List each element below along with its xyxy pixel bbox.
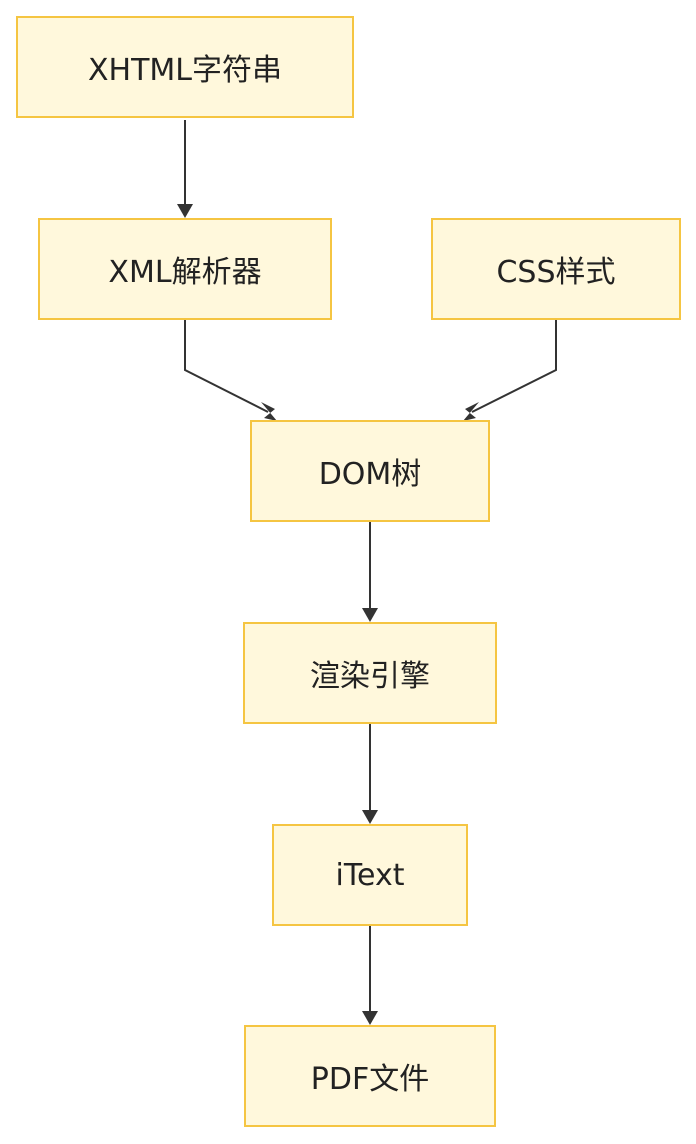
arrowhead-itext <box>362 810 378 824</box>
node-pdf-file: PDF文件 <box>244 1025 496 1127</box>
arrowhead-xml-parser <box>177 204 193 218</box>
node-itext: iText <box>272 824 468 926</box>
node-css-styles-label: CSS样式 <box>496 255 616 290</box>
node-dom-tree-label: DOM树 <box>318 457 422 492</box>
node-xml-parser-label: XML解析器 <box>108 255 262 290</box>
arrowhead-dom-right <box>463 402 479 421</box>
node-itext-label: iText <box>335 857 405 893</box>
node-xhtml-string-label: XHTML字符串 <box>87 53 283 88</box>
node-render-engine: 渲染引擎 <box>243 622 497 724</box>
node-render-engine-label: 渲染引擎 <box>310 659 430 694</box>
arrowhead-render-engine <box>362 608 378 622</box>
edge-css-to-dom <box>471 320 557 413</box>
arrowhead-pdf <box>362 1011 378 1025</box>
node-xml-parser: XML解析器 <box>38 218 332 320</box>
node-dom-tree: DOM树 <box>250 420 490 522</box>
node-pdf-file-label: PDF文件 <box>310 1062 430 1097</box>
arrowhead-dom-left <box>261 402 277 421</box>
edge-xml-parser-to-dom <box>184 320 269 413</box>
node-css-styles: CSS样式 <box>431 218 681 320</box>
node-xhtml-string: XHTML字符串 <box>16 16 354 118</box>
